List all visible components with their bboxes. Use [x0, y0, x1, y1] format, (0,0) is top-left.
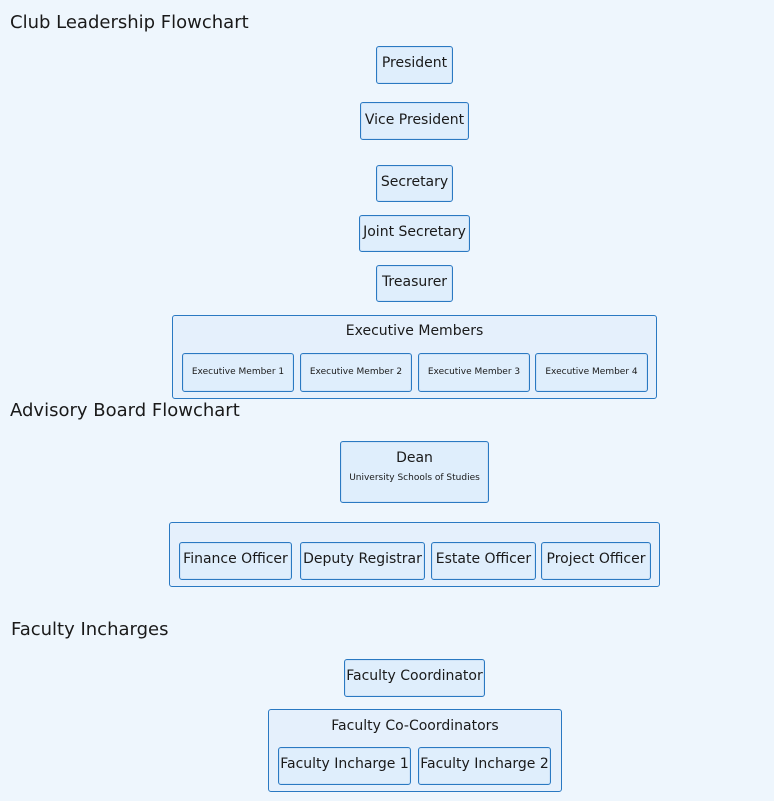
vice-president-node: Vice President [360, 102, 469, 140]
executive-members-label: Executive Members [345, 323, 484, 339]
president-node: President [376, 46, 453, 84]
advisory-board-title: Advisory Board Flowchart [10, 400, 240, 421]
advisory-officers-group: Finance Officer Deputy Registrar Estate … [169, 522, 660, 587]
finance-officer-label: Finance Officer [183, 551, 288, 567]
executive-member-1-node: Executive Member 1 [182, 353, 294, 392]
project-officer-node: Project Officer [541, 542, 651, 580]
deputy-registrar-node: Deputy Registrar [300, 542, 425, 580]
executive-member-3-label: Executive Member 3 [427, 367, 521, 377]
club-leadership-title: Club Leadership Flowchart [10, 12, 249, 33]
treasurer-node: Treasurer [376, 265, 453, 302]
faculty-coordinator-node: Faculty Coordinator [344, 659, 485, 697]
faculty-coordinator-label: Faculty Coordinator [346, 668, 483, 684]
faculty-incharge-1-label: Faculty Incharge 1 [280, 756, 409, 772]
faculty-incharge-2-node: Faculty Incharge 2 [418, 747, 551, 785]
dean-label: Dean [396, 450, 433, 466]
deputy-registrar-label: Deputy Registrar [303, 551, 422, 567]
faculty-incharge-1-node: Faculty Incharge 1 [278, 747, 411, 785]
joint-secretary-node: Joint Secretary [359, 215, 470, 252]
secretary-label: Secretary [380, 174, 449, 190]
faculty-incharge-2-label: Faculty Incharge 2 [420, 756, 549, 772]
executive-member-4-label: Executive Member 4 [545, 367, 638, 377]
estate-officer-node: Estate Officer [431, 542, 536, 580]
faculty-co-coordinators-label: Faculty Co-Coordinators [331, 718, 499, 734]
secretary-node: Secretary [376, 165, 453, 202]
faculty-co-coordinators-group: Faculty Co-Coordinators Faculty Incharge… [268, 709, 562, 792]
finance-officer-node: Finance Officer [179, 542, 292, 580]
executive-members-group: Executive Members Executive Member 1 Exe… [172, 315, 657, 399]
treasurer-label: Treasurer [381, 274, 448, 290]
executive-member-2-label: Executive Member 2 [309, 367, 403, 377]
president-label: President [381, 55, 448, 71]
faculty-incharges-title: Faculty Incharges [11, 619, 169, 640]
estate-officer-label: Estate Officer [435, 551, 532, 567]
executive-member-3-node: Executive Member 3 [418, 353, 530, 392]
project-officer-label: Project Officer [546, 551, 646, 567]
executive-member-4-node: Executive Member 4 [535, 353, 648, 392]
vice-president-label: Vice President [364, 112, 465, 128]
executive-member-2-node: Executive Member 2 [300, 353, 412, 392]
dean-node: Dean University Schools of Studies [340, 441, 489, 503]
dean-subtitle: University Schools of Studies [349, 473, 480, 483]
executive-member-1-label: Executive Member 1 [191, 367, 285, 377]
joint-secretary-label: Joint Secretary [363, 224, 466, 240]
